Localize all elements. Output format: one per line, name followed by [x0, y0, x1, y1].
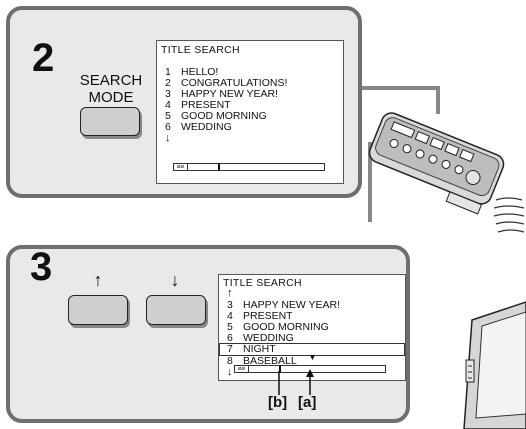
search-mode-label: SEARCH MODE — [66, 72, 156, 106]
selected-item-highlight — [219, 343, 405, 356]
pointer-down-icon: ▼ — [308, 352, 317, 362]
up-button[interactable] — [68, 295, 128, 325]
step-number-2: 2 — [32, 36, 55, 80]
down-button[interactable] — [146, 295, 206, 325]
down-arrow-icon: ↓ — [170, 270, 180, 290]
signal-waves — [493, 197, 525, 233]
tape-position-bar: ⌀⌀ — [173, 163, 325, 171]
search-mode-button[interactable] — [80, 107, 140, 136]
screen-title: TITLE SEARCH — [223, 277, 302, 289]
scroll-up-arrow-icon: ↑ — [227, 287, 233, 299]
screen-title: TITLE SEARCH — [161, 44, 240, 56]
step-number-3: 3 — [30, 245, 53, 289]
search-mode-label-line2: MODE — [88, 89, 134, 106]
tape-icon: ⌀⌀ — [174, 164, 188, 170]
label-a: [a] — [298, 394, 317, 411]
remote-commander-illustration — [362, 86, 525, 233]
tape-icon: ⌀⌀ — [235, 366, 249, 372]
tape-position-marker-b — [279, 365, 281, 373]
tape-position-marker — [218, 163, 220, 171]
up-arrow-icon: ↑ — [93, 270, 103, 290]
camcorder-lcd-illustration — [463, 301, 526, 429]
label-b: [b] — [268, 394, 288, 411]
scroll-down-arrow-icon: ↓ — [227, 366, 233, 378]
remote-body — [368, 112, 505, 215]
search-mode-label-line1: SEARCH — [79, 72, 143, 89]
scroll-down-arrow-icon: ↓ — [165, 132, 171, 144]
position-leader-lines — [278, 369, 314, 395]
connector-line-2 — [362, 86, 440, 114]
